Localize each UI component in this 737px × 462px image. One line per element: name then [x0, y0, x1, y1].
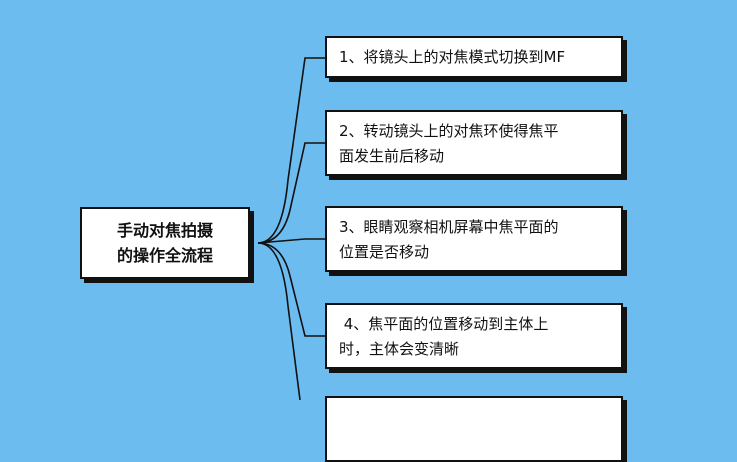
step-3-line-1: 3、眼睛观察相机屏幕中焦平面的 [339, 218, 559, 236]
step-2-line-2: 面发生前后移动 [339, 147, 445, 165]
step-3-line-2: 位置是否移动 [339, 243, 430, 261]
connector-lines [257, 57, 325, 400]
step-node-5-partial [325, 396, 623, 462]
root-node: 手动对焦拍摄 的操作全流程 [80, 207, 250, 279]
step-4-line-1: 4、焦平面的位置移动到主体上 [339, 315, 549, 333]
step-node-2: 2、转动镜头上的对焦环使得焦平 面发生前后移动 [325, 110, 623, 176]
step-node-1: 1、将镜头上的对焦模式切换到MF [325, 36, 623, 78]
step-2-line-1: 2、转动镜头上的对焦环使得焦平 [339, 122, 559, 140]
step-4-line-2: 时，主体会变清晰 [339, 340, 460, 358]
connector-step-4 [257, 242, 325, 337]
root-title-line-2: 的操作全流程 [116, 246, 213, 265]
step-1-line-1: 1、将镜头上的对焦模式切换到MF [339, 48, 566, 66]
connector-step-1 [257, 57, 325, 244]
step-node-4: 4、焦平面的位置移动到主体上 时，主体会变清晰 [325, 303, 623, 369]
connector-step-5 [257, 242, 301, 400]
step-node-3: 3、眼睛观察相机屏幕中焦平面的 位置是否移动 [325, 206, 623, 272]
root-title-line-1: 手动对焦拍摄 [116, 221, 213, 240]
connector-step-3 [257, 238, 325, 244]
